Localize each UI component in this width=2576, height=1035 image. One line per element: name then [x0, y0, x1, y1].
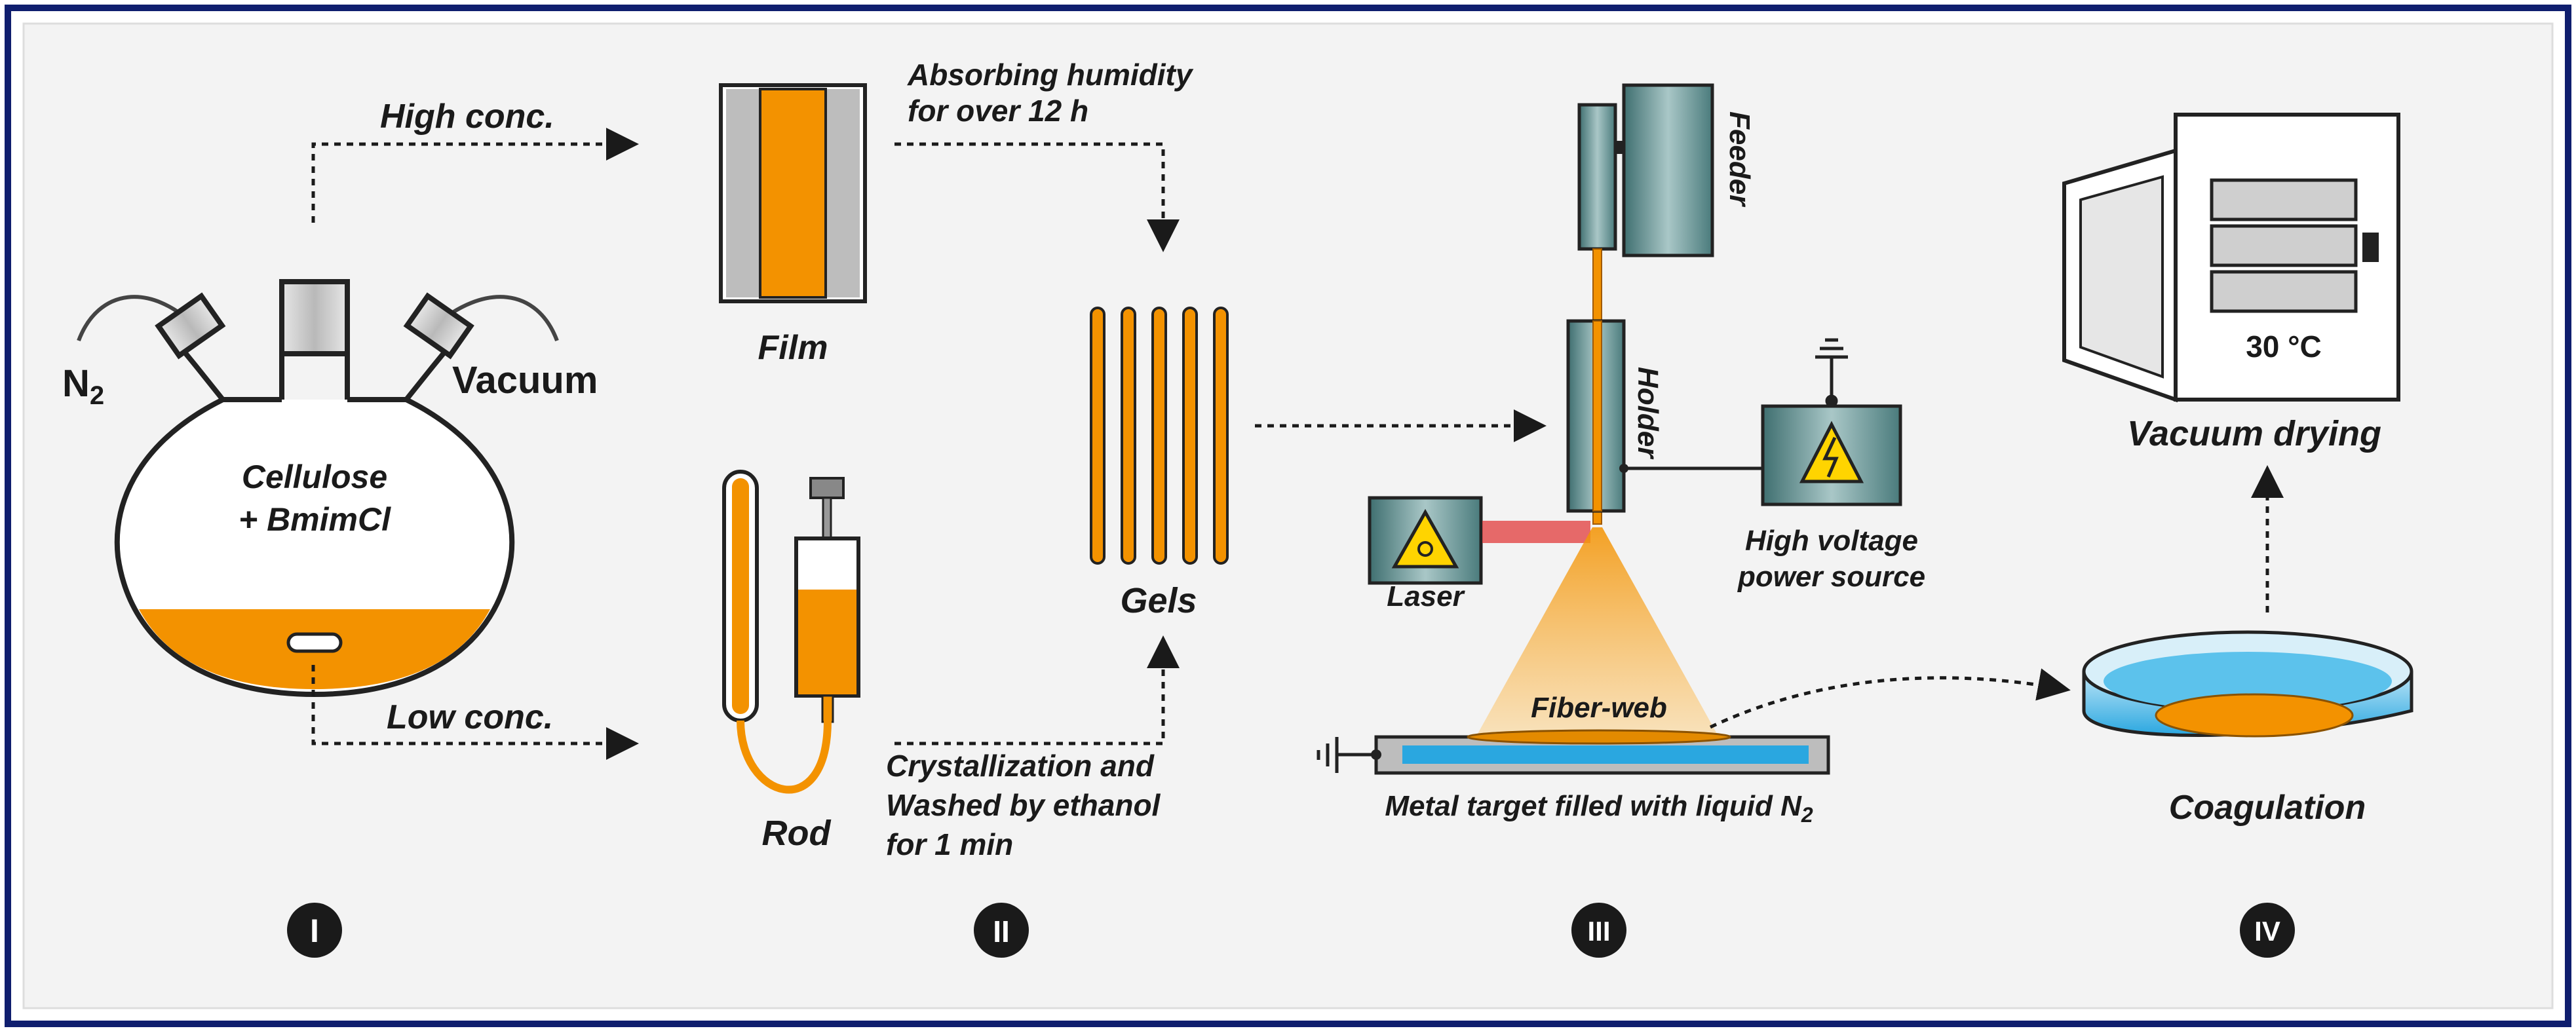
stage-badge-4	[2240, 903, 2295, 958]
laser-warning-icon	[1391, 508, 1459, 569]
vacuum-drying-label: Vacuum drying	[2127, 414, 2381, 453]
stage-badge-1	[287, 903, 342, 958]
n2-label: N2	[62, 362, 104, 410]
stir-bar	[286, 632, 343, 653]
humidity-label-line2: for over 12 h	[908, 94, 1088, 128]
rod-mold	[722, 470, 759, 723]
holder-label: Holder	[1632, 367, 1664, 460]
low-conc-arrow	[311, 665, 639, 760]
left-stopper	[155, 292, 226, 360]
oven-temperature: 30 °C	[2246, 329, 2322, 364]
three-neck-flask	[77, 279, 559, 698]
right-stopper	[403, 292, 474, 360]
stage-badge-1-label: I	[310, 913, 319, 949]
solution-label-line1: Cellulose	[242, 459, 387, 495]
metal-target	[1317, 729, 1830, 775]
fiber-web-label: Fiber-web	[1531, 692, 1667, 724]
humidity-label-line1: Absorbing humidity	[907, 58, 1194, 92]
laser-device	[1368, 496, 1590, 585]
crystallization-label-line1: Crystallization and	[886, 749, 1155, 783]
film-sample	[719, 83, 867, 303]
rod-label: Rod	[762, 814, 832, 853]
film-label: Film	[758, 329, 828, 367]
coagulation-label: Coagulation	[2169, 789, 2366, 827]
stage-badge-2-label: II	[993, 914, 1010, 949]
laser-label: Laser	[1387, 580, 1465, 612]
high-conc-label: High conc.	[380, 98, 554, 136]
fiber-web-deposit	[1467, 729, 1731, 745]
gels-label: Gels	[1120, 581, 1197, 620]
stage-badge-2	[974, 903, 1029, 958]
oven-handle-icon	[2362, 233, 2379, 262]
high-conc-arrow	[311, 128, 639, 223]
stage-badge-3-label: III	[1587, 916, 1610, 947]
hv-label-line1: High voltage	[1745, 525, 1918, 557]
vacuum-label: Vacuum	[452, 359, 598, 402]
laser-beam	[1482, 521, 1590, 543]
low-conc-label: Low conc.	[387, 698, 553, 736]
spray-cone	[1478, 527, 1717, 734]
high-voltage-power-source	[1761, 404, 1902, 506]
center-stopper	[279, 279, 350, 356]
humidity-arrow	[894, 142, 1180, 252]
syringe	[737, 477, 860, 794]
stage-badge-4-label: IV	[2254, 916, 2280, 947]
syringe-tube	[737, 720, 832, 794]
crystallization-label-line2: Washed by ethanol	[886, 788, 1161, 822]
stage-badge-3	[1571, 903, 1626, 958]
gel-fibers	[1090, 307, 1229, 565]
coagulating-web	[2155, 693, 2354, 738]
vacuum-oven	[2062, 113, 2400, 403]
feeder	[1577, 83, 1714, 257]
metal-target-label: Metal target filled with liquid N2	[1385, 790, 1813, 827]
crystallization-label-line3: for 1 min	[886, 827, 1013, 861]
solution-label-line2: + BmimCl	[239, 501, 391, 538]
feeder-label: Feeder	[1723, 111, 1756, 208]
high-voltage-icon	[1799, 421, 1864, 483]
crystallization-arrow	[894, 635, 1180, 745]
ground-icon	[1815, 338, 1848, 407]
hv-label-line2: power source	[1737, 561, 1925, 593]
fiber-to-dish-arrow	[1709, 668, 2071, 729]
coagulation-dish	[2082, 630, 2413, 738]
